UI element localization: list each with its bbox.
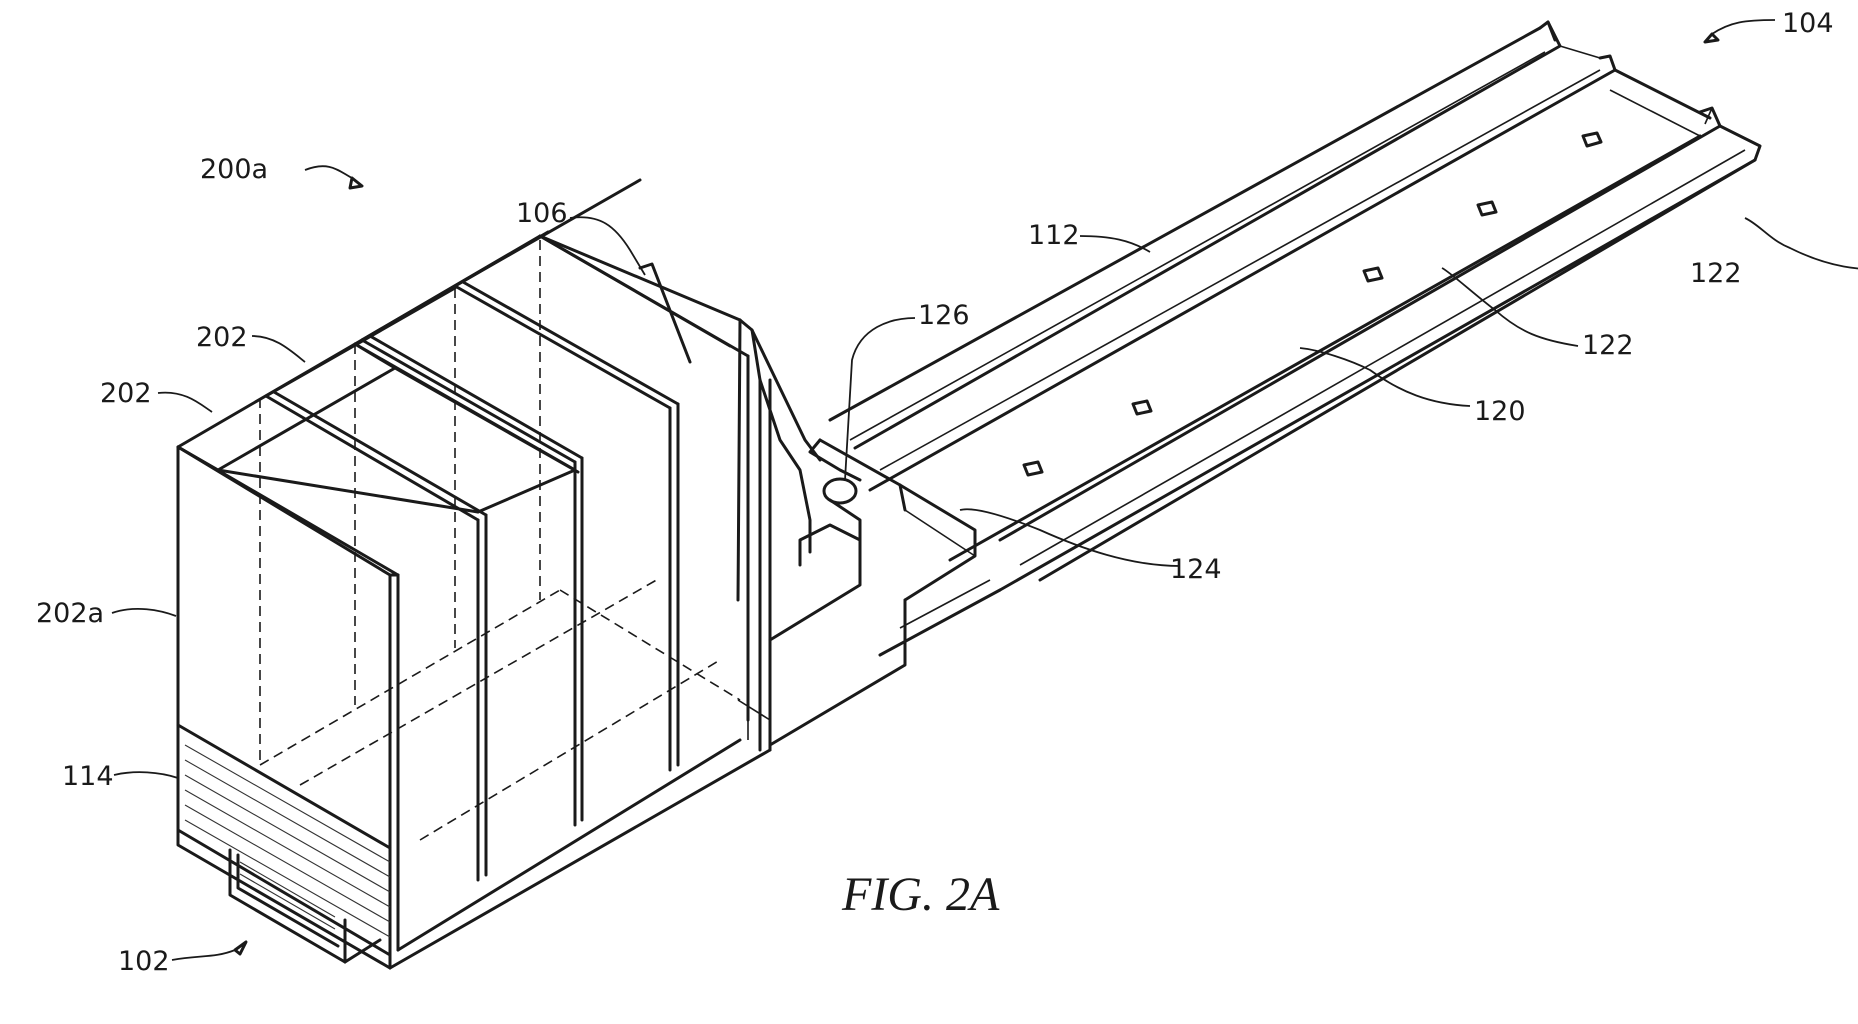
label-122-upper: 122 [1690,258,1742,289]
label-112: 112 [1028,220,1080,251]
leader-lines [112,20,1858,960]
label-126: 126 [918,300,970,331]
label-122-lower: 122 [1582,330,1634,361]
label-202-top: 202 [196,322,248,353]
label-124: 124 [1170,554,1222,585]
label-106: 106 [516,198,568,229]
label-202a: 202a [36,598,104,629]
figure-caption: FIG. 2A [841,868,1000,921]
upright-bracket-106 [640,264,820,750]
label-202-mid: 202 [100,378,152,409]
label-120: 120 [1474,396,1526,427]
containers-202 [178,180,748,955]
label-104: 104 [1782,8,1834,39]
adapter-plate-124 [770,440,975,745]
label-114: 114 [62,761,114,792]
frame-114 [178,745,770,968]
hole-126 [824,479,856,503]
label-200a: 200a [200,154,268,185]
label-102: 102 [118,946,170,977]
reference-labels: 104 200a 106 112 126 122 122 120 202 202… [36,8,1834,977]
